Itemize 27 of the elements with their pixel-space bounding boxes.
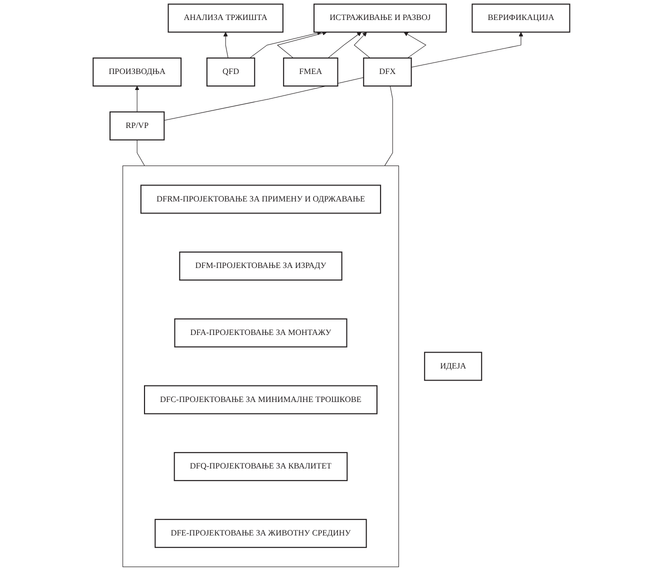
connector (384, 86, 392, 166)
node-box (154, 518, 366, 548)
node-box (174, 318, 347, 348)
node-box (471, 4, 570, 33)
node-box (424, 352, 482, 381)
arrow (222, 32, 228, 58)
arrow (403, 32, 426, 58)
node-box (178, 252, 342, 281)
node-box (109, 111, 164, 140)
node-box (173, 452, 348, 482)
node-box (362, 58, 412, 87)
node-box (167, 4, 284, 33)
connector (136, 140, 144, 166)
node-box (144, 385, 378, 414)
arrow (410, 32, 523, 68)
node-box (313, 4, 446, 33)
node-box (92, 58, 182, 87)
arrow (327, 32, 362, 58)
arrow (276, 30, 327, 58)
node-box (206, 58, 255, 87)
connector (163, 77, 364, 121)
node-box (140, 184, 381, 214)
arrow (134, 86, 139, 112)
cluster (122, 166, 399, 568)
node-box (282, 58, 338, 87)
arrow (248, 30, 322, 58)
arrow (353, 32, 370, 58)
